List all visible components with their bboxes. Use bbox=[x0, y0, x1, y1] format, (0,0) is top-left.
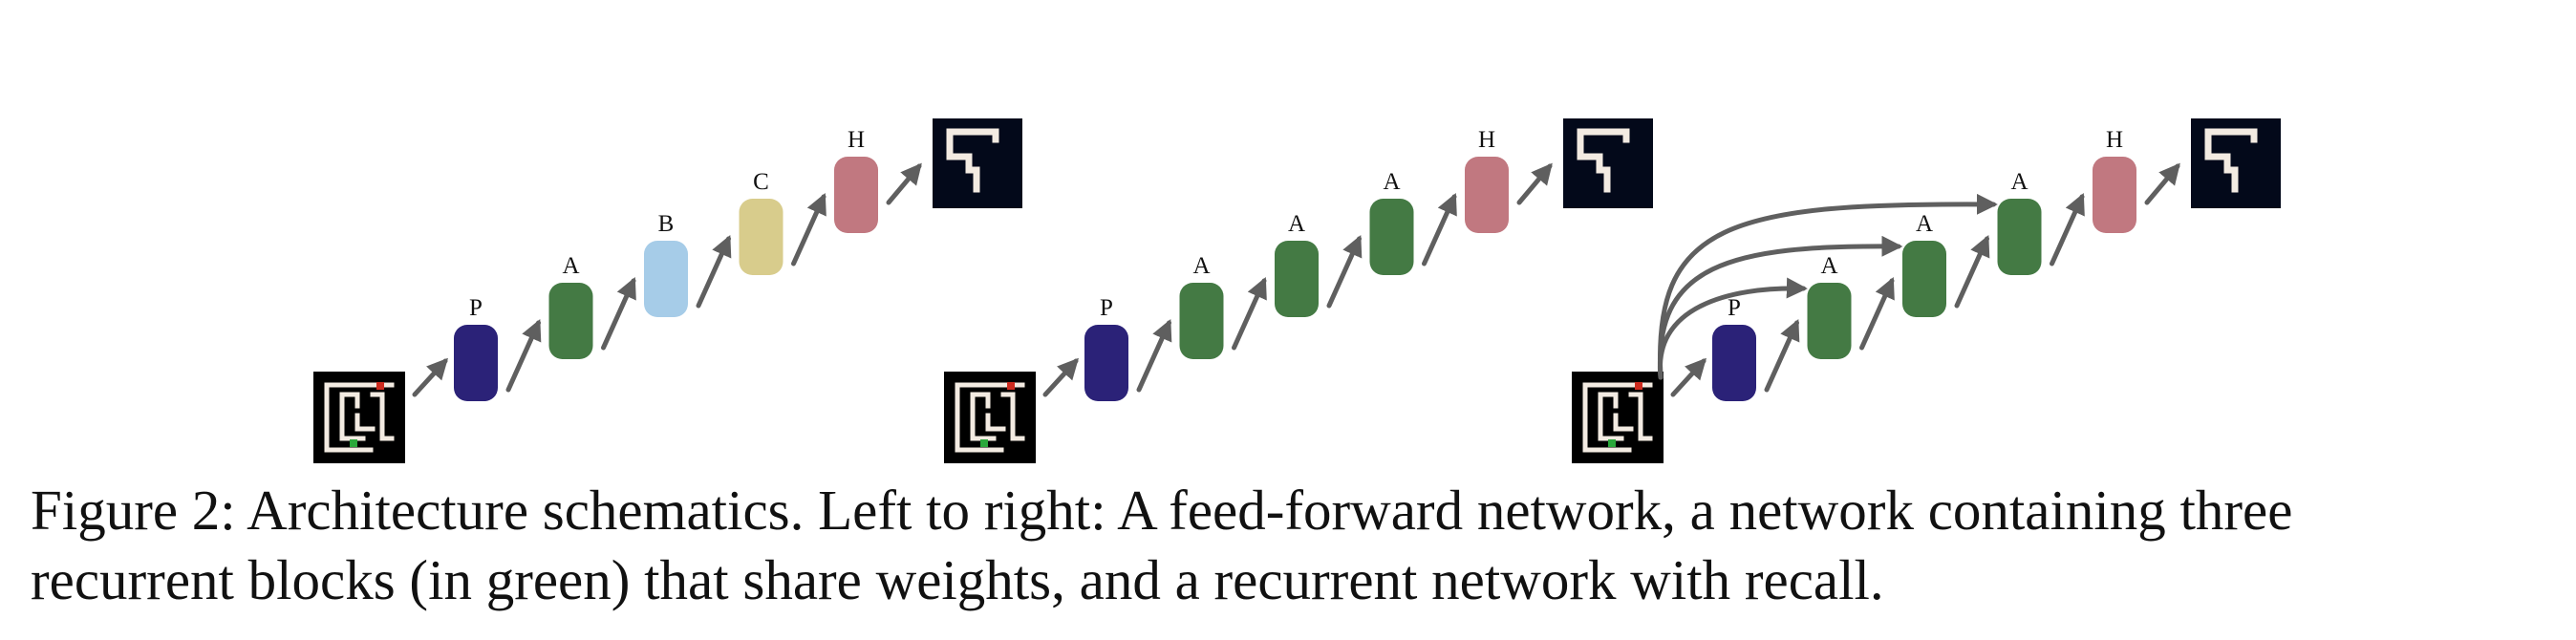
block-label-A: A bbox=[2010, 169, 2028, 195]
arrow-between-blocks bbox=[791, 192, 826, 267]
output-solution-image bbox=[1563, 118, 1653, 208]
arrow-input-to-block bbox=[1670, 357, 1707, 397]
panel-feed-forward: P A B C H bbox=[313, 118, 1022, 463]
arrow-between-blocks bbox=[1136, 318, 1172, 393]
block-A bbox=[1179, 283, 1224, 359]
block-H bbox=[1465, 157, 1509, 233]
block-label-A: A bbox=[1383, 169, 1400, 195]
input-maze-image bbox=[1572, 372, 1664, 463]
maze-start-marker bbox=[1635, 382, 1642, 390]
caption-line-2: recurrent blocks (in green) that share w… bbox=[31, 548, 1884, 611]
arrow-between-blocks bbox=[601, 276, 636, 351]
arrow-between-blocks bbox=[1232, 276, 1267, 351]
block-label-H: H bbox=[848, 127, 865, 153]
maze-goal-marker bbox=[1608, 439, 1616, 447]
block-H bbox=[834, 157, 878, 233]
maze-goal-marker bbox=[350, 439, 357, 447]
arrow-input-to-block bbox=[1042, 357, 1079, 397]
input-maze-image bbox=[313, 372, 405, 463]
arrow-between-blocks bbox=[2050, 192, 2085, 267]
block-A bbox=[1997, 199, 2042, 275]
arrow-between-blocks bbox=[1859, 276, 1895, 351]
recall-arrow bbox=[1657, 193, 1998, 380]
output-solution-image bbox=[933, 118, 1022, 208]
block-C bbox=[739, 199, 784, 275]
block-P bbox=[1712, 325, 1756, 401]
block-H bbox=[2093, 157, 2136, 233]
block-label-P: P bbox=[1100, 295, 1113, 321]
block-A bbox=[1275, 241, 1319, 317]
block-A bbox=[548, 283, 593, 359]
block-P bbox=[1084, 325, 1128, 401]
figure-caption: Figure 2: Architecture schematics. Left … bbox=[31, 476, 2553, 615]
block-B bbox=[644, 241, 688, 317]
arrow-between-blocks bbox=[1764, 318, 1800, 393]
block-label-A: A bbox=[1820, 253, 1837, 279]
block-label-P: P bbox=[469, 295, 483, 321]
block-P bbox=[454, 325, 498, 401]
block-label-A: A bbox=[562, 253, 579, 279]
output-solution-image bbox=[2191, 118, 2281, 208]
arrow-to-output bbox=[2144, 162, 2180, 205]
arrow-between-blocks bbox=[505, 318, 542, 393]
block-label-A: A bbox=[1192, 253, 1210, 279]
arrow-to-output bbox=[886, 162, 922, 205]
block-label-H: H bbox=[1478, 127, 1495, 153]
arrow-between-blocks bbox=[1954, 234, 1990, 309]
arrow-between-blocks bbox=[1326, 234, 1363, 309]
block-A bbox=[1902, 241, 1946, 317]
block-label-C: C bbox=[753, 169, 769, 195]
block-label-A: A bbox=[1288, 211, 1305, 237]
input-maze-image bbox=[944, 372, 1036, 463]
panel-recurrent: P A A A H bbox=[944, 118, 1653, 463]
caption-line-1: Figure 2: Architecture schematics. Left … bbox=[31, 479, 2293, 542]
architecture-diagram: P A B C H P A A A H P A A A H bbox=[313, 118, 2281, 463]
maze-start-marker bbox=[376, 382, 384, 390]
block-label-H: H bbox=[2106, 127, 2123, 153]
block-A bbox=[1807, 283, 1852, 359]
arrow-input-to-block bbox=[412, 357, 448, 397]
maze-goal-marker bbox=[980, 439, 988, 447]
block-label-A: A bbox=[1916, 211, 1933, 237]
block-label-B: B bbox=[658, 211, 675, 237]
arrow-between-blocks bbox=[1422, 192, 1457, 267]
maze-start-marker bbox=[1007, 382, 1015, 390]
block-label-P: P bbox=[1728, 295, 1741, 321]
arrow-to-output bbox=[1516, 162, 1553, 205]
block-A bbox=[1369, 199, 1414, 275]
panel-recurrent-recall: P A A A H bbox=[1572, 118, 2281, 463]
arrow-between-blocks bbox=[696, 234, 732, 309]
